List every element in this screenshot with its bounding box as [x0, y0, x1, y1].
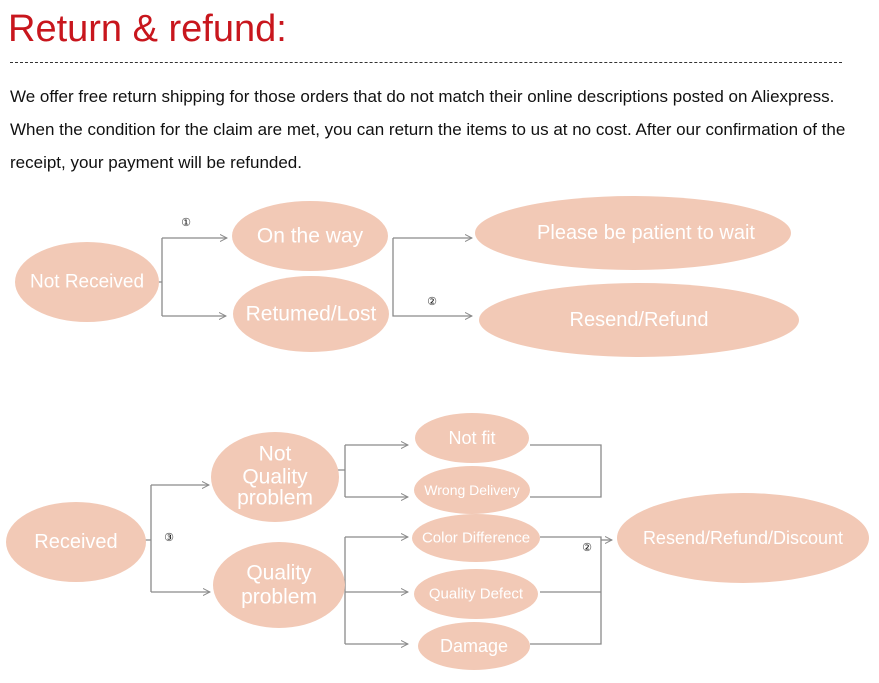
- node-received: [6, 502, 146, 582]
- marker-step-3: ③: [164, 532, 174, 544]
- node-resend-refund: [479, 283, 799, 357]
- node-please-wait: [475, 196, 791, 270]
- connector-returned-lost-to-resend: [392, 238, 472, 316]
- node-on-the-way: [232, 201, 388, 271]
- marker-step-1: ①: [181, 217, 191, 229]
- label-final-result: Resend/Refund/Discount: [643, 528, 843, 548]
- label-not-quality-line-2: Quality: [242, 466, 308, 489]
- intro-paragraph: We offer free return shipping for those …: [10, 87, 846, 172]
- flow-labels: Not Received On the way Retumed/Lost Ple…: [30, 222, 843, 656]
- label-not-quality-line-3: problem: [237, 487, 313, 510]
- node-not-quality-problem: [211, 432, 339, 522]
- label-quality-line-1: Quality: [246, 562, 312, 585]
- node-quality-problem: [213, 542, 345, 628]
- connector-received-trunk: [145, 485, 152, 592]
- label-please-wait: Please be patient to wait: [537, 222, 755, 244]
- node-reason-color-difference: [412, 514, 540, 562]
- step-markers: ① ② ③ ②: [164, 217, 592, 554]
- node-reason-quality-defect: [414, 569, 538, 619]
- page-title: Return & refund:: [8, 8, 287, 50]
- label-not-quality-line-1: Not: [259, 443, 292, 466]
- label-reason-color-difference: Color Difference: [422, 530, 530, 547]
- node-reason-wrong-delivery: [414, 466, 530, 514]
- connector-merge-top: [530, 444, 602, 498]
- marker-step-2-bottom: ②: [582, 542, 592, 554]
- marker-step-2-top: ②: [427, 296, 437, 308]
- label-on-the-way: On the way: [257, 225, 364, 248]
- node-final-result: [617, 493, 869, 583]
- node-returned-lost: [233, 276, 389, 352]
- label-reason-damage: Damage: [440, 636, 508, 656]
- label-quality-line-2: problem: [241, 586, 317, 609]
- label-received: Received: [34, 531, 117, 553]
- label-reason-quality-defect: Quality Defect: [429, 586, 524, 603]
- label-reason-wrong-delivery: Wrong Delivery: [424, 482, 519, 498]
- dashed-divider: [10, 62, 842, 63]
- node-not-received: [15, 242, 159, 322]
- label-not-received: Not Received: [30, 272, 144, 293]
- node-reason-not-fit: [415, 413, 529, 463]
- label-reason-not-fit: Not fit: [448, 428, 495, 448]
- flow-bubbles: [6, 196, 869, 670]
- node-reason-damage: [418, 622, 530, 670]
- label-resend-refund: Resend/Refund: [570, 309, 709, 331]
- label-returned-lost: Retumed/Lost: [246, 303, 377, 326]
- connector-merge-bottom: [530, 536, 602, 645]
